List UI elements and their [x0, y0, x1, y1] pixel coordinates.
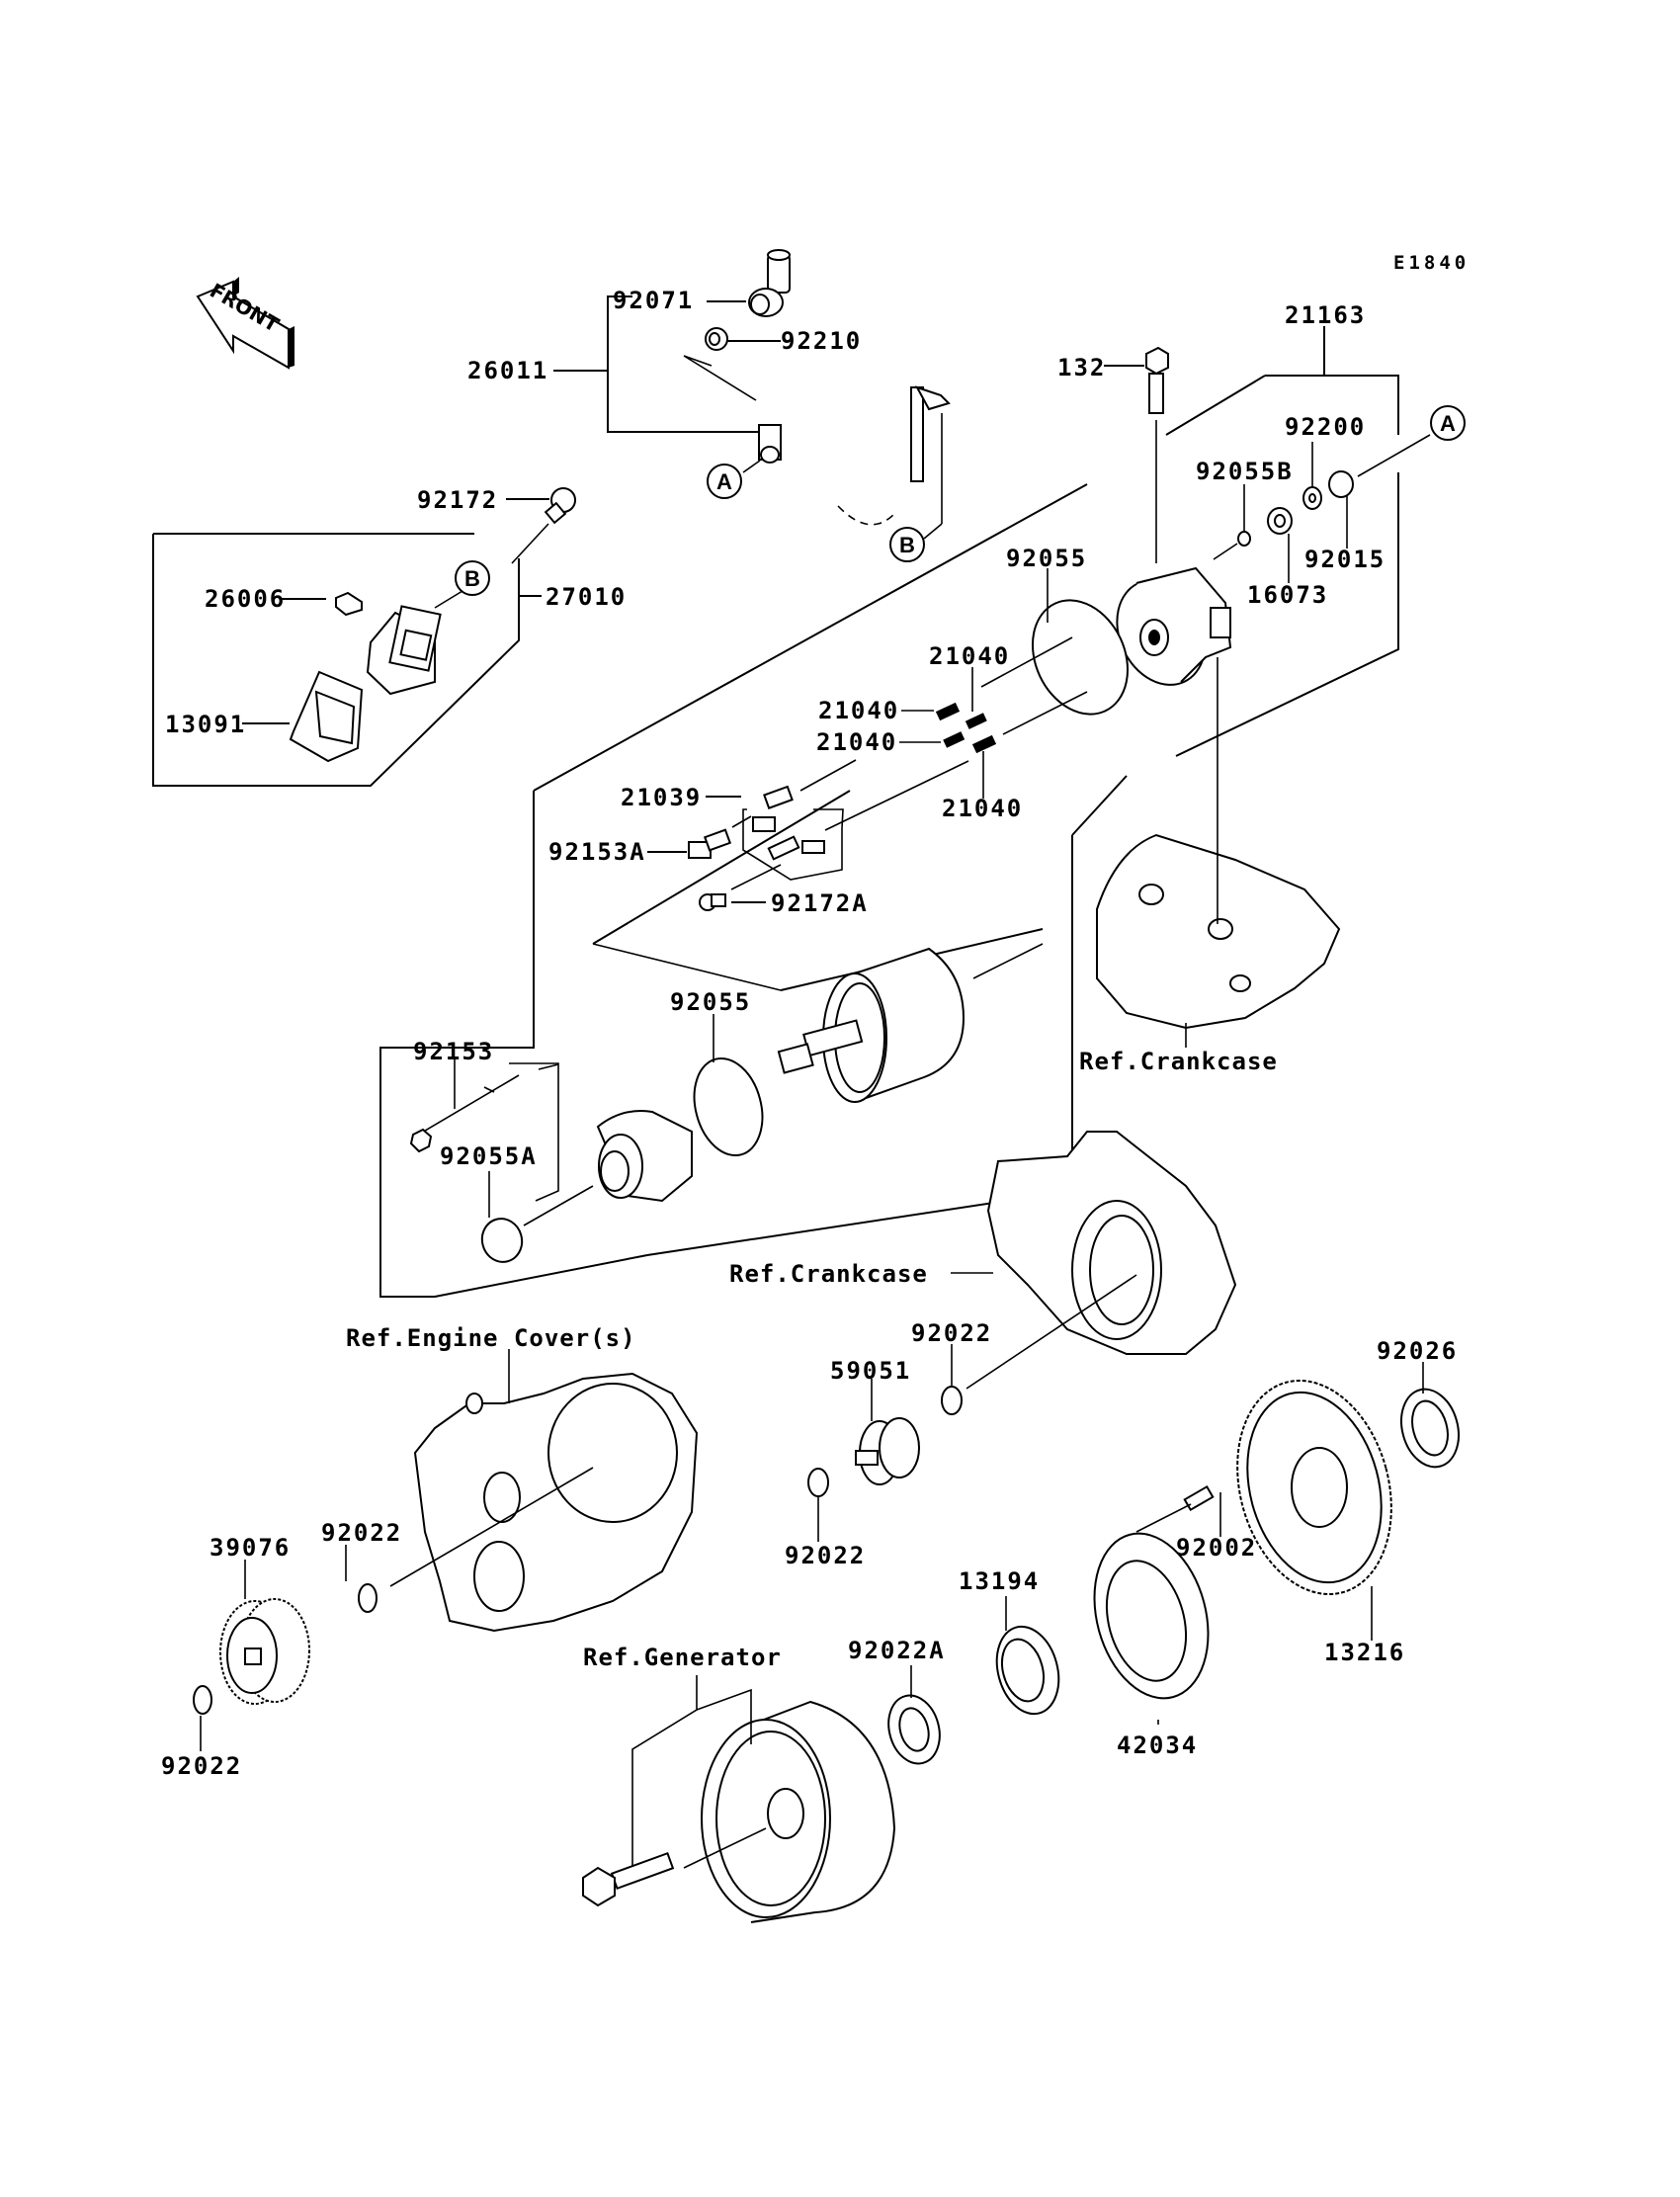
- part-label-92015[interactable]: 92015: [1304, 546, 1386, 573]
- part-label-21040-d[interactable]: 21040: [942, 795, 1023, 822]
- part-label-92022A[interactable]: 92022A: [848, 1637, 946, 1664]
- part-label-92172[interactable]: 92172: [417, 486, 498, 514]
- part-label-21040-c[interactable]: 21040: [816, 728, 897, 756]
- bolt-132-part: [1104, 346, 1169, 563]
- part-label-92153A[interactable]: 92153A: [548, 838, 646, 866]
- part-label-27010[interactable]: 27010: [546, 583, 627, 611]
- brush-springs: [899, 667, 997, 799]
- part-label-92055-mid[interactable]: 92055: [670, 988, 751, 1016]
- brush-holder-group: [647, 759, 969, 911]
- part-label-92002[interactable]: 92002: [1176, 1534, 1257, 1562]
- washer-92022a-part: [887, 1665, 941, 1765]
- part-label-39076[interactable]: 39076: [210, 1534, 291, 1562]
- part-label-42034[interactable]: 42034: [1117, 1732, 1198, 1759]
- front-arrow-icon: FRONT: [196, 277, 294, 370]
- part-label-92055A[interactable]: 92055A: [440, 1142, 538, 1170]
- part-label-59051[interactable]: 59051: [830, 1357, 911, 1385]
- diagram-code: E1840: [1393, 252, 1470, 274]
- one-way-clutch-part: [995, 1596, 1060, 1716]
- idle-gear-group: [807, 1274, 1137, 1542]
- part-label-92055-top[interactable]: 92055: [1006, 545, 1087, 572]
- svg-text:A: A: [716, 469, 732, 494]
- front-cover-part: [409, 1057, 693, 1263]
- svg-text:B: B: [464, 566, 480, 591]
- starter-motor-group-outline: [379, 326, 1399, 1298]
- reduction-gear-group: [193, 1545, 378, 1751]
- part-label-21039[interactable]: 21039: [621, 784, 702, 811]
- part-label-92022-d[interactable]: 92022: [161, 1752, 242, 1780]
- part-label-21040-b[interactable]: 21040: [818, 697, 899, 724]
- engine-cover-ref: [389, 1349, 699, 1633]
- callout-b-cable: B: [889, 527, 925, 562]
- part-label-92153[interactable]: 92153: [413, 1038, 494, 1065]
- starter-cable-group: [553, 249, 951, 540]
- part-label-21163[interactable]: 21163: [1285, 301, 1366, 329]
- starter-gear-part: [1236, 1379, 1392, 1641]
- part-label-26011[interactable]: 26011: [467, 357, 548, 384]
- end-cover-hardware: [1213, 434, 1431, 583]
- starter-relay-group: [152, 487, 576, 787]
- part-label-92071[interactable]: 92071: [613, 287, 694, 314]
- part-label-21040-a[interactable]: 21040: [929, 642, 1010, 670]
- part-label-92172A[interactable]: 92172A: [771, 889, 869, 917]
- crankcase-lower-ref: [951, 1131, 1237, 1355]
- ref-generator[interactable]: Ref.Generator: [583, 1644, 782, 1671]
- part-label-13216[interactable]: 13216: [1324, 1639, 1405, 1666]
- part-label-92022-b[interactable]: 92022: [321, 1519, 402, 1547]
- crankcase-upper-ref: [1096, 657, 1341, 1048]
- part-label-26006[interactable]: 26006: [205, 585, 286, 613]
- terminal-cap-part: [748, 249, 791, 317]
- oil-seal-part: [1400, 1362, 1460, 1469]
- nut-part: [705, 327, 728, 351]
- part-label-92026[interactable]: 92026: [1377, 1337, 1458, 1365]
- o-ring-top-part: [980, 568, 1130, 735]
- part-label-132[interactable]: 132: [1057, 354, 1106, 381]
- part-label-92210[interactable]: 92210: [781, 327, 862, 355]
- part-label-92022-c[interactable]: 92022: [785, 1542, 866, 1569]
- part-label-92022-a[interactable]: 92022: [911, 1319, 992, 1347]
- svg-text:B: B: [899, 533, 915, 557]
- part-label-13091[interactable]: 13091: [165, 711, 246, 738]
- part-label-92200[interactable]: 92200: [1285, 413, 1366, 441]
- ref-crankcase-lower[interactable]: Ref.Crankcase: [729, 1260, 928, 1288]
- callout-a-cover: A: [1430, 405, 1466, 441]
- callout-b-relay: B: [455, 560, 490, 596]
- clutch-cover-group: [1093, 1484, 1221, 1725]
- part-label-92055B[interactable]: 92055B: [1196, 458, 1294, 485]
- callout-a-cable: A: [707, 464, 742, 499]
- generator-rotor-ref: [582, 1675, 896, 1923]
- o-ring-mid-part: [693, 1014, 764, 1157]
- ref-crankcase-upper[interactable]: Ref.Crankcase: [1079, 1048, 1278, 1075]
- svg-text:A: A: [1440, 411, 1456, 436]
- motor-yoke-part: [777, 943, 1044, 1103]
- part-label-16073[interactable]: 16073: [1247, 581, 1328, 609]
- ref-engine-cover[interactable]: Ref.Engine Cover(s): [346, 1324, 636, 1352]
- end-cover-part: [1116, 566, 1232, 686]
- part-label-13194[interactable]: 13194: [959, 1567, 1040, 1595]
